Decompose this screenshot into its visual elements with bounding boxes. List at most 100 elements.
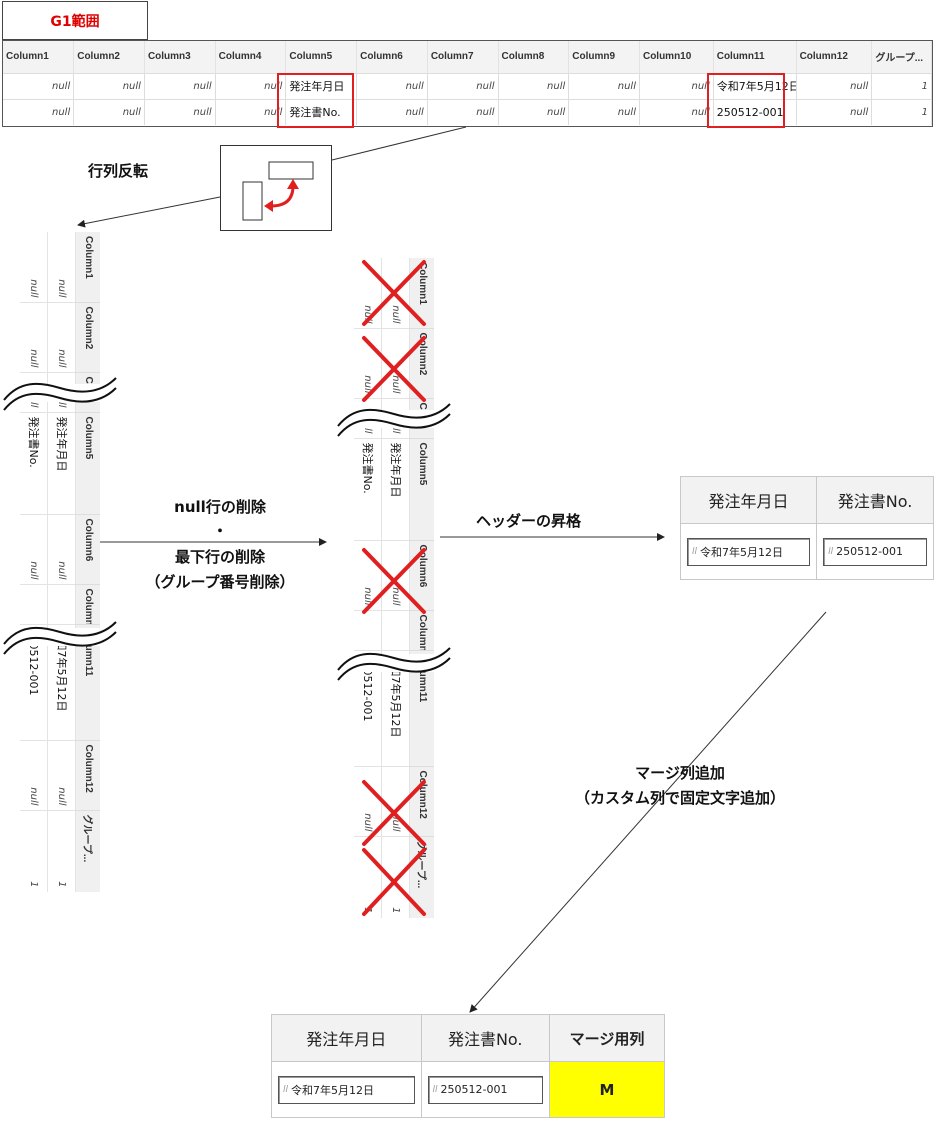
col-header: グループ... bbox=[76, 810, 100, 892]
cell: 1 bbox=[20, 810, 48, 892]
highlight-column5 bbox=[277, 73, 354, 128]
transpose-label: 行列反転 bbox=[88, 162, 149, 180]
col-header: Column8 bbox=[498, 41, 570, 73]
table-row: null null null null 発注書No. null null nul… bbox=[3, 98, 932, 125]
cell-value: 令和7年5月12日 bbox=[291, 1083, 375, 1097]
cell: null bbox=[48, 302, 76, 372]
col-header: 発注書No. bbox=[420, 1014, 550, 1062]
cell: null bbox=[20, 740, 48, 810]
cell: null bbox=[48, 740, 76, 810]
cell: null bbox=[427, 98, 499, 125]
cell: null bbox=[20, 302, 48, 372]
cell: null bbox=[356, 98, 428, 125]
cell: null bbox=[20, 232, 48, 302]
col-header: Column4 bbox=[215, 41, 287, 73]
cell: null bbox=[144, 98, 216, 125]
col-header: Column1 bbox=[76, 232, 100, 302]
cell: null bbox=[20, 514, 48, 584]
cell: 1 bbox=[871, 98, 932, 125]
cell: null bbox=[356, 72, 428, 99]
cell: null bbox=[639, 72, 714, 99]
merge-step-line1: マージ列追加 bbox=[635, 764, 725, 782]
col-header: Column5 bbox=[76, 412, 100, 514]
cell: 250512-001 bbox=[713, 98, 797, 125]
cell: null bbox=[144, 72, 216, 99]
col-header: マージ用列 bbox=[548, 1014, 666, 1062]
col-header: Column2 bbox=[73, 41, 145, 73]
cell: null bbox=[3, 72, 75, 99]
cell: null bbox=[427, 72, 499, 99]
cell: null bbox=[73, 98, 145, 125]
col-header: Column10 bbox=[639, 41, 714, 73]
cell: null bbox=[215, 98, 287, 125]
transposed-table: Column1 Column2 Colu Column5 Column6 Col… bbox=[18, 232, 100, 892]
cell: null bbox=[498, 72, 570, 99]
break-mark bbox=[0, 377, 120, 411]
cell: null bbox=[796, 98, 873, 125]
col-header: Column9 bbox=[568, 41, 640, 73]
delete-step-line1: null行の削除 bbox=[174, 498, 266, 516]
cell: null bbox=[796, 72, 873, 99]
null-prefix: ll bbox=[692, 546, 698, 557]
break-mark bbox=[334, 403, 454, 437]
col-header: 発注年月日 bbox=[679, 476, 818, 524]
delete-step-line2: 最下行の削除 bbox=[174, 548, 265, 566]
col-header: Column6 bbox=[76, 514, 100, 584]
strip-header-row: Column1 Column2 Colu Column5 Column6 Col… bbox=[76, 232, 100, 892]
merge-column-cell: M bbox=[548, 1061, 666, 1118]
cell: null bbox=[498, 98, 570, 125]
cell: null bbox=[568, 72, 640, 99]
cell: 発注年月日 bbox=[48, 412, 76, 514]
highlight-column11 bbox=[707, 73, 785, 128]
merge-step-line2: （カスタム列で固定文字追加） bbox=[574, 789, 785, 807]
col-header: 発注書No. bbox=[816, 476, 934, 524]
cell: null bbox=[568, 98, 640, 125]
transpose-icon bbox=[220, 145, 332, 231]
col-header: Column12 bbox=[76, 740, 100, 810]
null-prefix: ll bbox=[432, 1084, 438, 1095]
cell: null bbox=[48, 232, 76, 302]
col-header: Column1 bbox=[3, 41, 75, 73]
source-header-row: Column1 Column2 Column3 Column4 Column5 … bbox=[3, 41, 932, 73]
col-header: Column7 bbox=[427, 41, 499, 73]
cell-value: 250512-001 bbox=[440, 1083, 508, 1096]
cell: 発注年月日 bbox=[285, 72, 358, 99]
cell: null bbox=[48, 514, 76, 584]
delete-step-dot: ・ bbox=[212, 522, 228, 540]
null-prefix: ll bbox=[283, 1084, 289, 1095]
col-header: Column5 bbox=[285, 41, 358, 73]
cell: 発注書No. bbox=[20, 412, 48, 514]
promote-header-label: ヘッダーの昇格 bbox=[476, 512, 582, 530]
cell: null bbox=[639, 98, 714, 125]
col-header: Column11 bbox=[713, 41, 797, 73]
col-header: 発注年月日 bbox=[271, 1014, 422, 1062]
cell: 1 bbox=[871, 72, 932, 99]
source-table: Column1 Column2 Column3 Column4 Column5 … bbox=[2, 40, 933, 127]
col-header: Column2 bbox=[76, 302, 100, 372]
table-row: null null null 発注年月日 null 令和7年5月12日 null… bbox=[48, 232, 76, 892]
cell: null bbox=[3, 98, 75, 125]
cell: null bbox=[215, 72, 287, 99]
col-header: Column3 bbox=[144, 41, 216, 73]
g1-range-label: G1範囲 bbox=[2, 1, 148, 40]
table-row: null null null 発注書No. null 250512-001 nu… bbox=[20, 232, 48, 892]
col-header: Column12 bbox=[796, 41, 873, 73]
deletion-marks bbox=[362, 260, 426, 916]
break-mark bbox=[0, 621, 120, 655]
table-row: null null null null 発注年月日 null null null… bbox=[3, 72, 932, 99]
col-header: Column6 bbox=[356, 41, 428, 73]
null-prefix: ll bbox=[828, 546, 834, 557]
col-header: グループ... bbox=[871, 41, 932, 73]
cell: 1 bbox=[48, 810, 76, 892]
delete-step-line3: （グループ番号削除） bbox=[145, 573, 295, 591]
cell-value: 令和7年5月12日 bbox=[700, 545, 784, 559]
cell-value: 250512-001 bbox=[836, 545, 904, 558]
cell: null bbox=[73, 72, 145, 99]
